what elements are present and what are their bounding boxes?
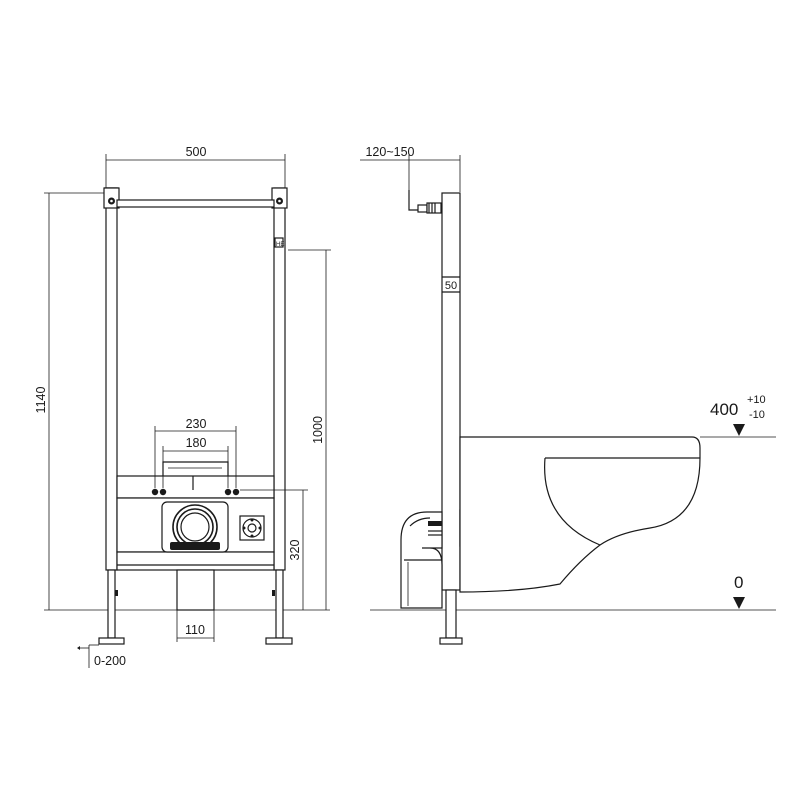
level-0-label: 0 (734, 573, 743, 592)
dimension-1000: 1000 (288, 249, 331, 610)
dimension-230: 230 (154, 417, 237, 488)
dimension-500: 500 (105, 145, 286, 188)
mounting-plate (116, 461, 275, 571)
dim-500-label: 500 (186, 145, 207, 159)
dim-0-200-label: 0-200 (94, 654, 126, 668)
outlet-pipe (176, 569, 215, 611)
level-marker-0: 0 (733, 573, 745, 609)
front-view: HE (34, 145, 331, 668)
level-400-tol-plus: +10 (747, 394, 766, 406)
bolt-left-inner-icon (159, 488, 167, 496)
level-400-arrow-icon (733, 424, 745, 436)
dim-180-label: 180 (186, 436, 207, 450)
dimension-110: 110 (176, 610, 215, 642)
dim-320-label: 320 (288, 540, 302, 561)
side-frame-profile: 50 (439, 192, 463, 645)
dim-50-label: 50 (445, 280, 457, 292)
dimension-120-150: 120~150 (360, 145, 461, 192)
bolt-right-outer-icon (232, 488, 240, 496)
dimension-0-200: 0-200 (77, 644, 126, 668)
right-upright: HE (265, 187, 293, 645)
dimension-180: 180 (162, 436, 229, 488)
dim-110-label: 110 (185, 623, 205, 637)
level-400-label: 400 (710, 400, 738, 419)
top-crossbar (116, 199, 275, 208)
dim-120-150-label: 120~150 (365, 145, 414, 159)
wall-bracket (408, 190, 442, 214)
left-upright (98, 187, 125, 645)
bolt-left-outer-icon (151, 488, 159, 496)
frame-tag-label: HE (276, 242, 284, 248)
dim-1000-label: 1000 (311, 416, 325, 444)
level-0-arrow-icon (733, 597, 745, 609)
dim-1140-label: 1140 (34, 387, 48, 414)
dimension-320: 320 (240, 489, 308, 610)
dimension-1140: 1140 (34, 192, 104, 610)
level-400-tol-minus: -10 (749, 409, 765, 421)
bolt-right-inner-icon (224, 488, 232, 496)
level-marker-400: 400 +10 -10 (700, 394, 776, 438)
dim-230-label: 230 (186, 417, 207, 431)
side-view: 120~150 50 (360, 145, 776, 645)
waste-bend-pipe (400, 511, 443, 609)
toilet-bowl (459, 436, 701, 593)
